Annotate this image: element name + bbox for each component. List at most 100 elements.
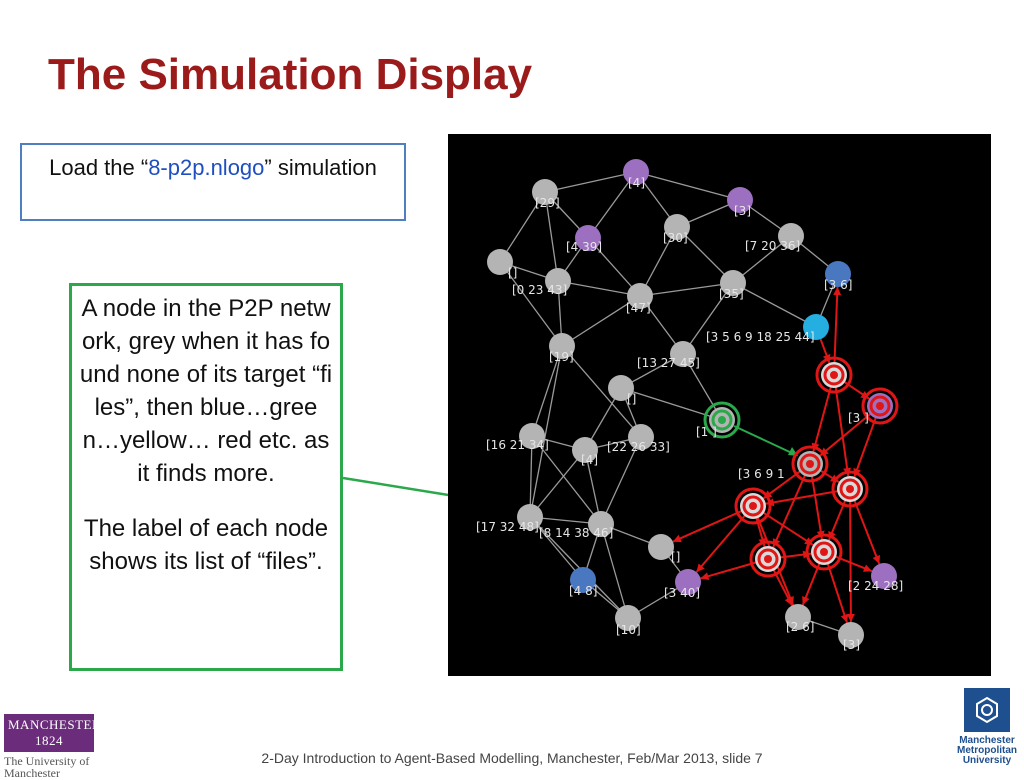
network-edge [529, 516, 629, 619]
model-filename: 8-p2p.nlogo [148, 155, 265, 180]
message-arrowhead [802, 596, 810, 605]
message-edge [826, 561, 848, 623]
node-label: [30] [663, 231, 688, 245]
node-label: [22 26 33] [607, 440, 670, 454]
network-edge [544, 191, 559, 282]
network-node[interactable] [623, 159, 649, 185]
manchester-logo: MANCHESTER 1824 The University of Manche… [4, 714, 101, 779]
network-edge [499, 191, 546, 263]
query-ring [823, 364, 845, 386]
network-edge [529, 449, 586, 518]
message-edge [819, 411, 873, 457]
node-label: [19] [549, 350, 574, 364]
query-ring [799, 453, 821, 475]
network-node[interactable] [670, 341, 696, 367]
message-arrowhead [840, 613, 849, 623]
network-edge [600, 436, 642, 525]
node-label: [3 5 6 9 18 25 44] [706, 330, 815, 344]
network-node[interactable] [871, 563, 897, 589]
node-label: [0 23 43] [512, 283, 567, 297]
message-arrowhead [786, 596, 794, 605]
network-node[interactable] [570, 567, 596, 593]
network-edge [635, 171, 741, 201]
query-ring [869, 395, 891, 417]
query-ring [839, 478, 861, 500]
network-node[interactable] [572, 437, 598, 463]
node-label: [] [508, 266, 517, 280]
network-node[interactable] [627, 283, 653, 309]
message-arrowhead [696, 563, 705, 573]
mmu-emblem-icon [964, 688, 1010, 732]
node-label: [29] [535, 196, 560, 210]
network-node[interactable] [588, 511, 614, 537]
slide-title: The Simulation Display [48, 50, 533, 99]
network-edge [499, 261, 563, 347]
network-node[interactable] [517, 504, 543, 530]
network-node[interactable] [575, 225, 601, 251]
network-node[interactable] [628, 424, 654, 450]
message-edge [849, 498, 852, 623]
load-suffix: ” simulation [264, 155, 377, 180]
query-ring-center [846, 485, 854, 493]
explanation-box: A node in the P2P network, grey when it … [69, 283, 343, 671]
network-edge [529, 345, 563, 518]
message-edge [810, 473, 823, 540]
network-node[interactable] [803, 314, 829, 340]
message-edge [833, 286, 839, 366]
node-label: [3] [843, 638, 860, 652]
simulation-view[interactable]: [4][29][3][4 39][30][7 20 36][][0 23 43]… [448, 134, 991, 676]
network-edge [587, 171, 637, 239]
network-node[interactable] [519, 423, 545, 449]
network-edge [557, 280, 641, 297]
network-node[interactable] [549, 333, 575, 359]
manchester-logo-bar: MANCHESTER 1824 [4, 714, 101, 752]
network-node[interactable] [664, 214, 690, 240]
query-ring [861, 387, 899, 425]
query-ring [734, 487, 772, 525]
network-node[interactable] [785, 604, 811, 630]
network-node[interactable] [720, 270, 746, 296]
network-node[interactable] [838, 622, 864, 648]
query-ring-center [749, 502, 757, 510]
node-label: [3 6] [824, 278, 852, 292]
network-edge [732, 282, 817, 328]
network-node[interactable] [825, 261, 851, 287]
message-edge [760, 510, 814, 546]
network-node[interactable] [648, 534, 674, 560]
node-label: [2 24 28] [848, 579, 903, 593]
node-label: [4 39] [566, 240, 602, 254]
query-ring-center [876, 402, 884, 410]
network-node[interactable] [778, 223, 804, 249]
message-arrowhead [872, 554, 881, 564]
node-label: [35] [719, 287, 744, 301]
node-label: [4 8] [569, 584, 597, 598]
network-node[interactable] [487, 249, 513, 275]
query-ring-center [806, 460, 814, 468]
explanation-colors: A node in the P2P network, grey when it … [79, 295, 333, 487]
node-label: [4] [628, 176, 645, 190]
node-label: [3 40] [664, 586, 700, 600]
network-node[interactable] [532, 179, 558, 205]
message-edge [672, 509, 745, 543]
message-edge [853, 415, 878, 478]
network-edge [531, 435, 602, 525]
network-edge [639, 226, 678, 297]
message-arrowhead [672, 534, 682, 543]
query-ring-center [764, 555, 772, 563]
network-node[interactable] [615, 605, 641, 631]
network-node[interactable] [545, 268, 571, 294]
load-prefix: Load the “ [49, 155, 149, 180]
node-label: [] [671, 550, 680, 564]
network-edge [676, 226, 734, 284]
node-label: [1 ] [696, 425, 717, 439]
network-node[interactable] [727, 187, 753, 213]
network-node[interactable] [675, 569, 701, 595]
query-ring [757, 548, 779, 570]
message-edge [695, 512, 748, 573]
message-edge [812, 384, 833, 452]
network-edge [561, 345, 642, 438]
network-node[interactable] [608, 375, 634, 401]
mmu-logo: Manchester Metropolitan University [952, 688, 1022, 766]
query-ring [703, 401, 741, 439]
message-edge [772, 472, 807, 548]
